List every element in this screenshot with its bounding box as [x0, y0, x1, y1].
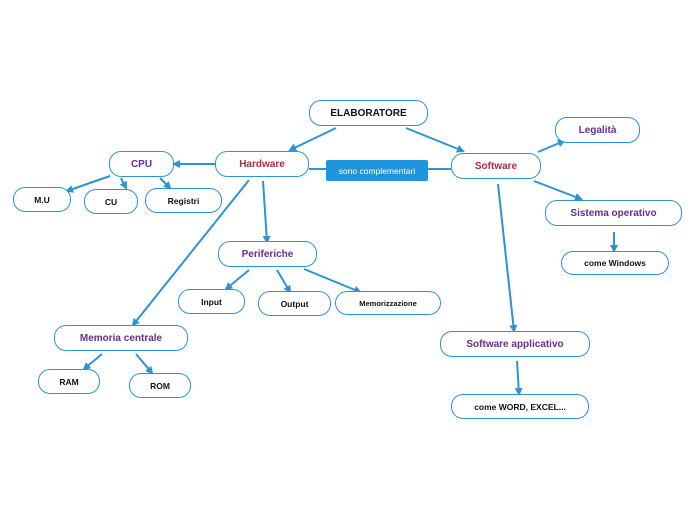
- node-software[interactable]: Software: [451, 153, 541, 179]
- edge-cpu-cu: [119, 177, 127, 190]
- edge-memoria-ram: [82, 353, 103, 371]
- edge-software-sistema: [533, 180, 583, 201]
- node-memorizzazione-label: Memorizzazione: [359, 298, 417, 308]
- node-registri-label: Registri: [167, 195, 200, 206]
- node-come-windows-label: come Windows: [584, 258, 646, 268]
- node-hardware-label: Hardware: [239, 158, 285, 170]
- node-cpu-label: CPU: [130, 158, 153, 170]
- node-sistema-operativo-label: Sistema operativo: [570, 207, 657, 219]
- node-output-label: Output: [280, 298, 309, 309]
- edge-hardware-periferiche: [262, 180, 271, 244]
- node-software-applicativo-label: Software applicativo: [466, 338, 564, 350]
- edge-elaboratore-software: [405, 127, 465, 153]
- node-input[interactable]: Input: [178, 289, 245, 314]
- node-come-word[interactable]: come WORD, EXCEL...: [451, 394, 589, 419]
- node-mu[interactable]: M.U: [13, 187, 71, 212]
- complementary-link-label-text: sono complementari: [338, 165, 416, 176]
- edge-cpu-mu: [65, 175, 111, 193]
- edge-applicativo-word: [514, 360, 523, 396]
- edge-periferiche-input: [224, 269, 250, 291]
- node-come-word-label: come WORD, EXCEL...: [474, 401, 566, 412]
- node-elaboratore-label: ELABORATORE: [330, 107, 407, 119]
- node-legalita-label: Legalità: [578, 124, 617, 136]
- node-legalita[interactable]: Legalità: [555, 117, 640, 143]
- node-ram[interactable]: RAM: [38, 369, 100, 394]
- node-hardware[interactable]: Hardware: [215, 151, 309, 177]
- node-registri[interactable]: Registri: [145, 188, 222, 213]
- edge-periferiche-output: [276, 269, 292, 294]
- node-rom[interactable]: ROM: [129, 373, 191, 398]
- node-periferiche[interactable]: Periferiche: [218, 241, 317, 267]
- node-memoria-centrale-label: Memoria centrale: [79, 332, 163, 344]
- node-cpu[interactable]: CPU: [109, 151, 174, 177]
- node-mu-label: M.U: [34, 194, 50, 205]
- edge-hardware-memoria: [131, 179, 250, 327]
- node-elaboratore[interactable]: ELABORATORE: [309, 100, 428, 126]
- node-input-label: Input: [201, 296, 222, 307]
- node-ram-label: RAM: [59, 376, 79, 387]
- node-software-applicativo[interactable]: Software applicativo: [440, 331, 590, 357]
- node-output[interactable]: Output: [258, 291, 331, 316]
- edge-cpu-registri: [159, 177, 172, 190]
- edge-memoria-rom: [135, 353, 154, 375]
- node-periferiche-label: Periferiche: [241, 248, 294, 260]
- node-software-label: Software: [474, 160, 518, 172]
- edge-software-legalita: [537, 139, 566, 153]
- node-memorizzazione[interactable]: Memorizzazione: [335, 291, 441, 315]
- node-cu-label: CU: [104, 196, 118, 207]
- node-come-windows[interactable]: come Windows: [561, 251, 669, 275]
- node-cu[interactable]: CU: [84, 189, 138, 214]
- node-memoria-centrale[interactable]: Memoria centrale: [54, 325, 188, 351]
- complementary-link-label: sono complementari: [326, 160, 428, 181]
- edge-elaboratore-hardware: [288, 127, 337, 152]
- edge-software-applicativo: [497, 183, 518, 333]
- node-sistema-operativo[interactable]: Sistema operativo: [545, 200, 682, 226]
- node-rom-label: ROM: [150, 380, 170, 391]
- edge-periferiche-memorizzazione: [303, 268, 362, 294]
